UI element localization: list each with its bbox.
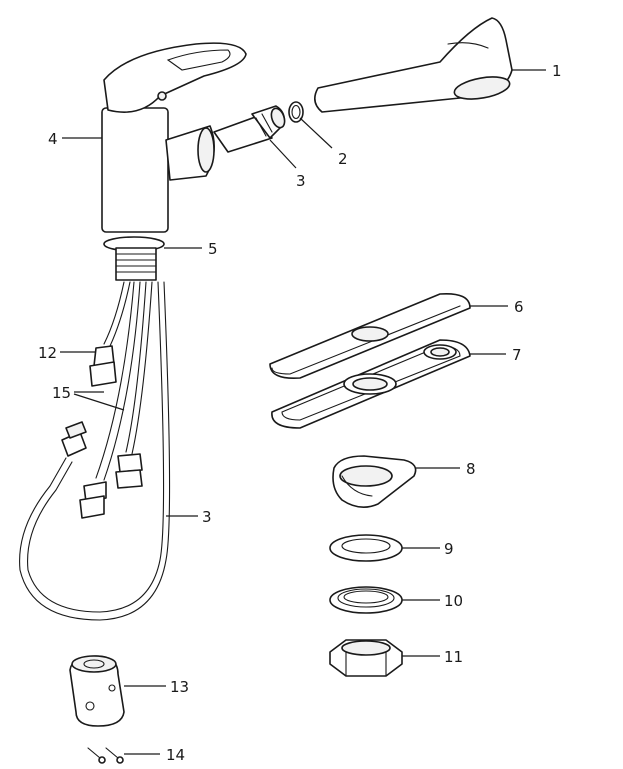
callout-12: 12 — [38, 344, 57, 362]
part-10-lock-washer — [329, 586, 403, 614]
part-4-faucet-body — [101, 42, 247, 233]
part-13-hose-weight — [69, 655, 125, 727]
leader-15b — [73, 393, 125, 411]
callout-14: 14 — [166, 746, 185, 764]
part-14-screws — [87, 747, 124, 764]
callout-8: 8 — [466, 460, 476, 478]
part-15-supply-hoses — [79, 281, 153, 519]
callout-13: 13 — [170, 678, 189, 696]
callout-7: 7 — [512, 346, 522, 364]
callout-3-top: 3 — [296, 172, 306, 190]
part-3-pull-out-hose — [19, 281, 171, 621]
leader-lines — [60, 69, 546, 755]
callout-4: 4 — [48, 130, 58, 148]
part-2-o-ring — [288, 101, 304, 123]
part-11-mounting-nut — [329, 639, 403, 677]
part-7-gasket — [271, 339, 471, 429]
part-6-deck-plate — [269, 292, 471, 380]
callout-15: 15 — [52, 384, 71, 402]
callout-10: 10 — [444, 592, 463, 610]
part-5-threaded-shank — [103, 236, 165, 281]
callout-labels: 1 2 3 4 5 6 7 12 15 3 8 9 10 11 13 14 — [38, 62, 562, 764]
callout-3-bottom: 3 — [202, 508, 212, 526]
callout-9: 9 — [444, 540, 454, 558]
callout-6: 6 — [514, 298, 524, 316]
part-9-flat-washer — [329, 534, 403, 562]
callout-1: 1 — [552, 62, 562, 80]
leader-2 — [299, 117, 333, 149]
callout-2: 2 — [338, 150, 348, 168]
leader-3a — [269, 139, 297, 169]
callout-5: 5 — [208, 240, 218, 258]
part-8-mounting-washer — [332, 455, 417, 508]
part-1-spray-head — [314, 17, 513, 113]
callout-11: 11 — [444, 648, 463, 666]
part-3-hose-connector — [213, 105, 286, 153]
